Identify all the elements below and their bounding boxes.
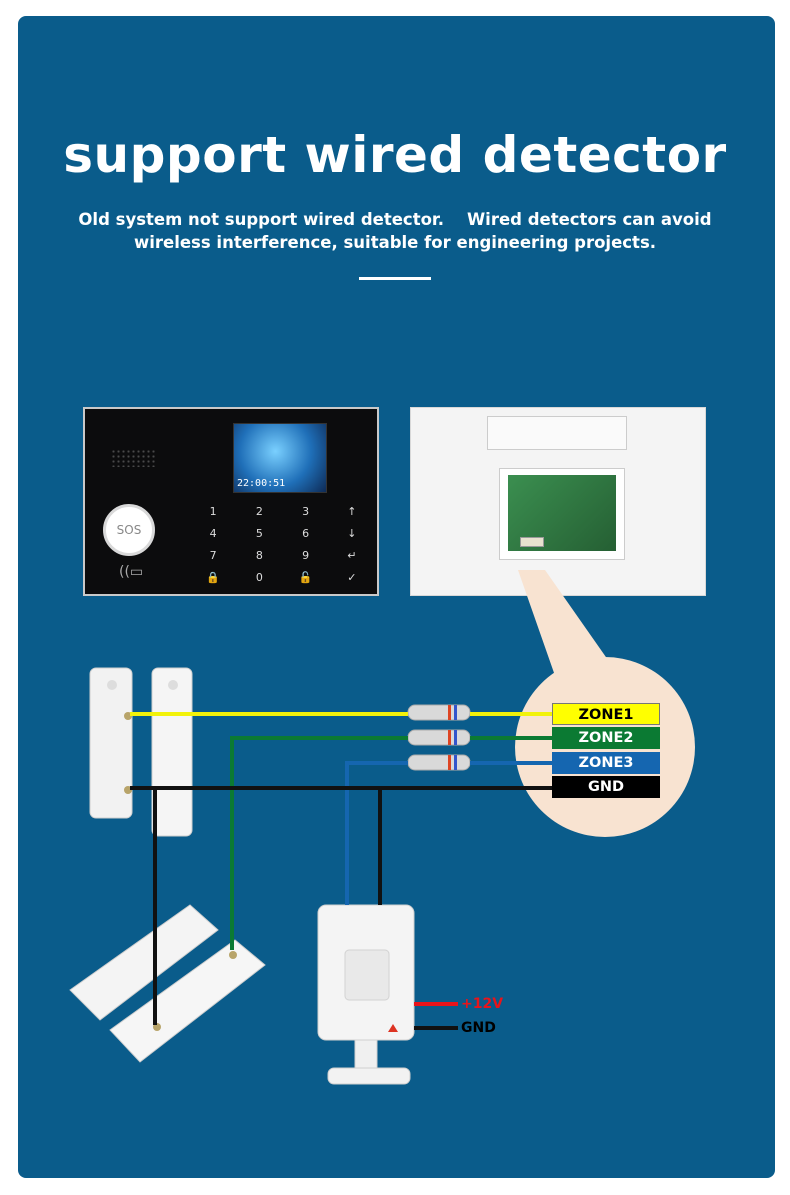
key-8: 8 [255,549,263,562]
key-confirm: ✓ [347,571,357,584]
pir-sensor [317,904,415,1085]
key-arm: 🔒 [206,571,220,584]
key-4: 4 [209,527,217,540]
key-1: 1 [209,505,217,518]
mounting-bracket [487,416,627,450]
wire-zone3-left [345,761,408,905]
sos-button: SOS [103,504,155,556]
subtitle: Old system not support wired detector. W… [60,208,730,254]
resistor-zone1 [407,704,471,721]
key-2: 2 [255,505,263,518]
door-sensor-lower [69,904,266,1063]
subtitle-line-1: Old system not support wired detector. W… [78,210,712,229]
pcb-window [499,468,625,560]
key-5: 5 [255,527,263,540]
pir-gnd-label: GND [461,1020,496,1036]
circuit-board [508,475,616,551]
alarm-panel-front: 22:00:51 SOS ((▭ 1 2 3 ↑ 4 5 6 ↓ 7 8 9 ↵… [83,407,379,596]
subtitle-line-2: wireless interference, suitable for engi… [133,233,657,252]
key-7: 7 [209,549,217,562]
alarm-panel-back [410,407,706,596]
zone3-label: ZONE3 [552,752,660,774]
zone2-label: ZONE2 [552,727,660,749]
terminal-connector [520,537,544,547]
screen-time: 22:00:51 [237,478,286,489]
title-divider [359,277,431,280]
key-6: 6 [302,527,310,540]
key-back: ↵ [347,549,357,562]
wire-zone2-left [230,736,408,950]
key-9: 9 [302,549,310,562]
resistor-zone3 [407,754,471,771]
resistor-zone2 [407,729,471,746]
key-down: ↓ [347,527,357,540]
sos-label: SOS [116,523,142,537]
key-3: 3 [302,505,310,518]
speaker-grille [111,449,156,467]
callout-wedge [518,570,608,690]
key-up: ↑ [347,505,357,518]
rfid-icon: ((▭ [119,564,144,580]
door-sensor-upper [89,667,193,837]
key-disarm: 🔓 [298,571,313,584]
lcd-screen: 22:00:51 [233,423,327,493]
gnd-label: GND [552,776,660,798]
zone1-label: ZONE1 [552,703,660,725]
keypad: 1 2 3 ↑ 4 5 6 ↓ 7 8 9 ↵ 🔒 0 🔓 ✓ [190,504,375,586]
plus12v-label: +12V [461,996,504,1012]
key-0: 0 [255,571,263,584]
page-title: support wired detector [63,126,727,184]
